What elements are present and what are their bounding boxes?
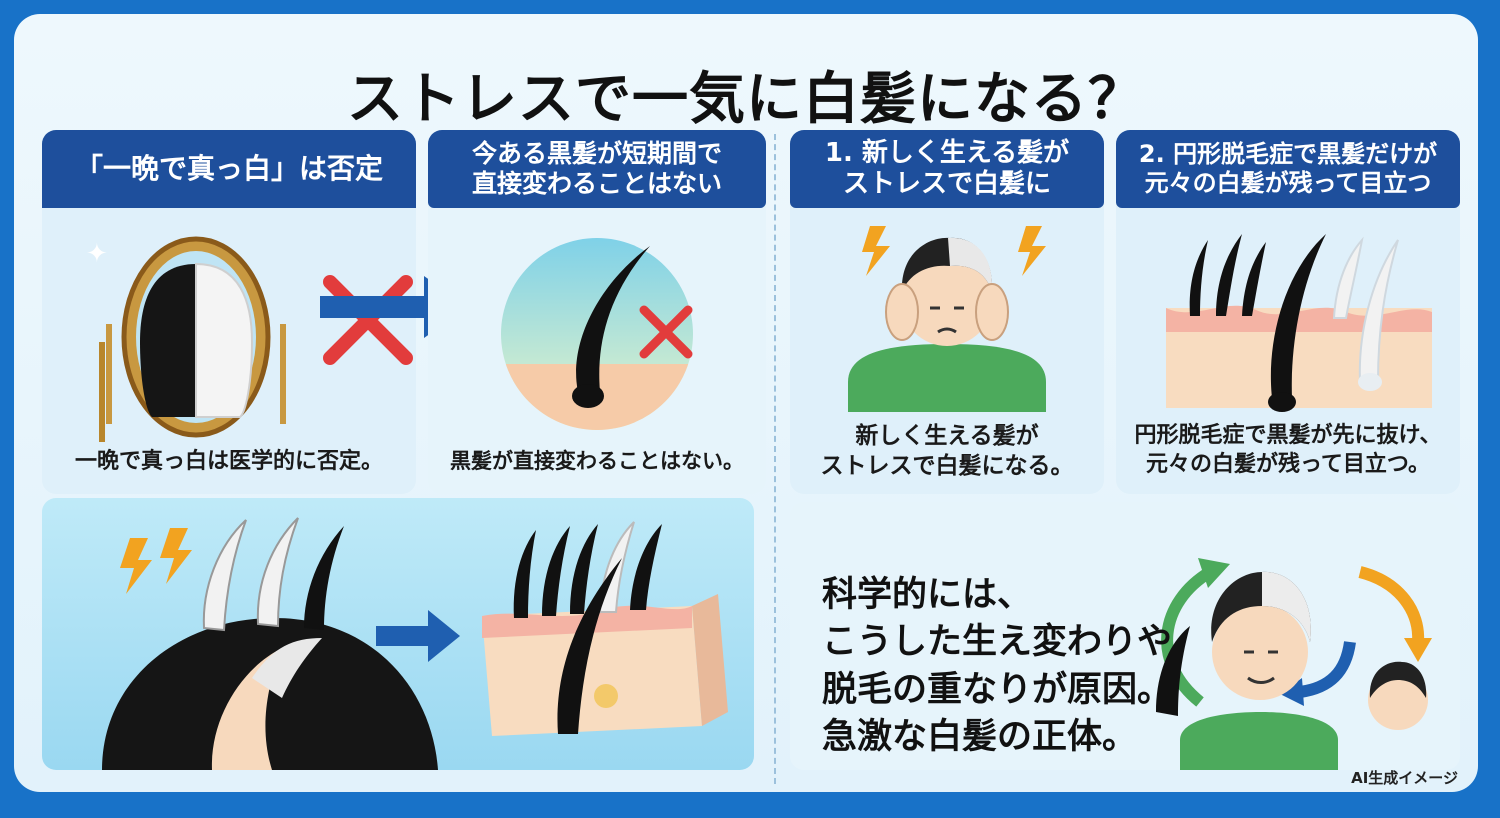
hair-follicle-closeup (501, 238, 693, 430)
panel-2-header: 今ある黒髪が短期間で 直接変わることはない (428, 130, 766, 208)
summary-line2: こうした生え変わりや (822, 622, 1173, 663)
cycle-illustration (1156, 558, 1432, 770)
stressed-man-illustration (848, 226, 1046, 412)
panel-4-caption: 円形脱毛症で黒髪が先に抜け、 元々の白髪が残って目立つ。 (1116, 422, 1460, 479)
panel-3-caption: 新しく生える髪が ストレスで白髪になる。 (790, 422, 1104, 482)
panel-1-header: 「一晩で真っ白」は否定 (42, 130, 416, 208)
panel-1-caption: 一晩で真っ白は医学的に否定。 (74, 449, 383, 474)
svg-text:✦: ✦ (86, 239, 108, 269)
panel-3-caption-line1: 新しく生える髪が (855, 423, 1039, 449)
panel-3-caption-line2: ストレスで白髪になる。 (820, 452, 1074, 479)
panel-3-header: 1. 新しく生える髪が ストレスで白髪に (790, 130, 1104, 208)
panel-4-caption-line1: 円形脱毛症で黒髪が先に抜け、 (1134, 423, 1442, 448)
summary-text: 科学的には、 こうした生え変わりや 脱毛の重なりが原因。 急激な白髪の正体。 (822, 572, 1172, 761)
panel-new-hair-white: 1. 新しく生える髪が ストレスで白髪に 新しく生える髪が ストレスで白髪になる… (790, 130, 1104, 494)
cross-mark-icon (323, 275, 413, 365)
panel-alopecia: 2. 円形脱毛症で黒髪だけが 元々の白髪が残って目立つ 円形脱毛症で黒髪が先に抜… (1116, 130, 1460, 494)
panel-4-header: 2. 円形脱毛症で黒髪だけが 元々の白髪が残って目立つ (1116, 130, 1460, 208)
panel-no-direct-change: 今ある黒髪が短期間で 直接変わることはない 黒髪が直接変わることはない。 (428, 130, 766, 494)
panel-3-header-line2: ストレスで白髪に (842, 169, 1051, 199)
summary-line3: 脱毛の重なりが原因。 (822, 669, 1173, 710)
panel-summary (790, 502, 1460, 770)
summary-line1: 科学的には、 (822, 575, 1033, 615)
panel-3-header-line1: 1. 新しく生える髪が (824, 137, 1070, 168)
center-divider (774, 134, 776, 784)
mirror-illustration: ✦ (86, 236, 286, 442)
page-title: ストレスで一気に白髪になる？ (347, 67, 1145, 132)
panel-4-header-line2: 元々の白髪が残って目立つ (1144, 169, 1432, 197)
head-and-skin-illustration (102, 517, 728, 770)
panel-4-header-line1: 2. 円形脱毛症で黒髪だけが (1138, 140, 1438, 169)
summary-line4: 急激な白髪の正体。 (822, 716, 1138, 757)
panel-2-header-line2: 直接変わることはない (471, 169, 722, 198)
infographic-frame: ストレスで一気に白髪になる？ 「一晩で真っ白」は否定 ✦ 一晩で真っ白は医学的に… (14, 14, 1478, 792)
ai-generated-credit: AI生成イメージ (1351, 769, 1458, 787)
panel-overnight-denied: 「一晩で真っ白」は否定 ✦ 一晩で真っ白は医学的に否定。 (42, 130, 416, 494)
panel-2-header-line1: 今ある黒髪が短期間で (471, 139, 722, 168)
panel-4-caption-line2: 元々の白髪が残って目立つ。 (1145, 451, 1431, 477)
panel-regrowth-illustration (42, 498, 754, 770)
scalp-crosssection-illustration (1166, 234, 1432, 412)
panel-2-caption: 黒髪が直接変わることはない。 (450, 449, 744, 473)
